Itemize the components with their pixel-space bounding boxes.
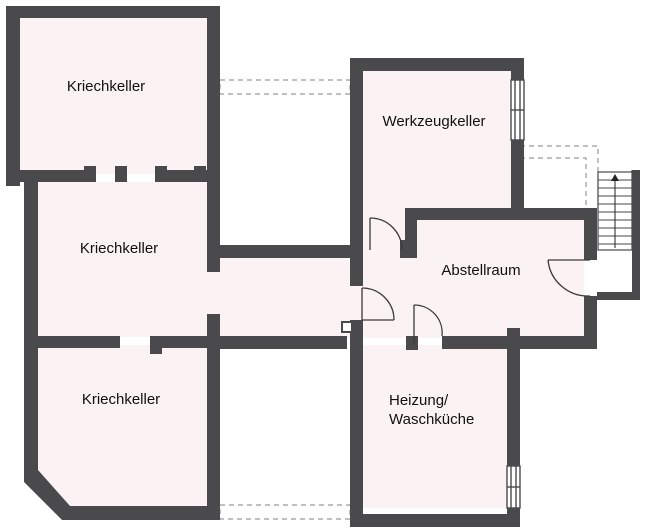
wall-abst-east-upper [584,208,597,260]
wall-heiz-west [350,320,363,527]
label-heizung-line2: Waschküche [389,411,474,428]
label-abstellraum: Abstellraum [441,262,520,279]
label-kriechkeller-top: Kriechkeller [67,78,145,95]
walls [6,6,597,527]
wall-bottom-diagonal [24,470,70,520]
wall-corridor-north [207,245,362,258]
wall-abst-south-a [406,336,418,350]
stair-arrow-head [611,174,619,181]
wall-werk-west [350,58,363,258]
windows [506,79,525,509]
wall-abst-west-stub [350,258,363,286]
wall-mid-east-upper [207,182,220,272]
wall-bottom-south [62,506,220,520]
label-werkzeugkeller: Werkzeugkeller [382,113,485,130]
wall-top-north [6,6,220,18]
wall-werk-south-post [405,208,417,258]
wall-top-south-e [155,170,220,182]
wall-mid-west [24,182,38,474]
wall-bottom-east [207,336,220,520]
wall-werk-north [350,58,524,71]
label-kriechkeller-bottom: Kriechkeller [82,391,160,408]
door-werkzeugkeller [369,217,403,251]
light-well-right-inner [520,157,587,210]
window-heizung [506,465,521,509]
floor-corridor [212,258,362,338]
wall-mid-south-b [150,336,220,348]
floor-kriechkeller-top [20,18,207,174]
floor-kriechkeller-bottom [37,345,207,508]
wall-top-east [207,6,220,182]
wall-mid-south-a [24,336,120,348]
wall-top-south-c [115,166,127,182]
wall-mid-south-stub [150,336,162,354]
wall-top-south-a [6,170,86,182]
door-corridor [361,287,395,321]
wall-abst-east-lower [584,296,597,349]
door-heizung [413,304,443,345]
wall-werk-east-lower [511,140,524,218]
light-well-top [219,79,351,95]
exterior-stairs [597,170,640,300]
floor-abstellraum [362,218,584,338]
window-werkzeugkeller [510,79,525,141]
wall-top-south-f [194,166,206,182]
wall-werk-east-upper [511,58,524,80]
label-heizung-line1: Heizung/ [389,392,449,409]
stair-wall [597,170,640,300]
floor-heizung [362,345,507,508]
floor-kriechkeller-middle [37,182,212,337]
doors [361,217,591,345]
wall-corridor-south [207,336,347,349]
light-well-bottom [219,504,351,520]
wall-heiz-south [350,514,520,527]
door-abstellraum-exterior [547,259,591,297]
wall-werk-south [405,208,597,220]
label-kriechkeller-middle: Kriechkeller [80,240,158,257]
chimney-square [341,321,353,333]
wall-top-west [6,6,20,186]
wall-top-south-b [84,166,96,182]
wall-heiz-east-upper [507,336,520,466]
